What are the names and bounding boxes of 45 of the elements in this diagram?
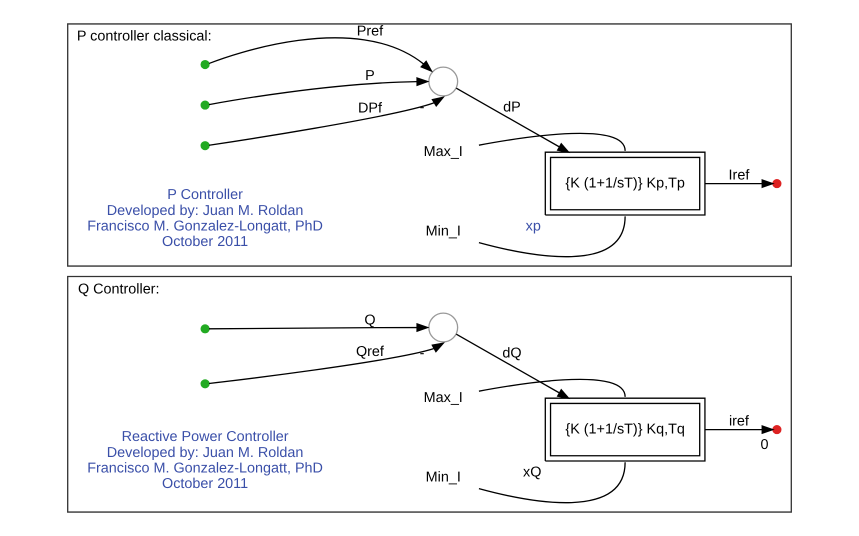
node-circle (428, 66, 458, 97)
arrow (704, 179, 775, 188)
edge-label: P (365, 68, 375, 84)
arrow (456, 334, 570, 400)
node-circle (428, 312, 458, 343)
label: Developed by: Juan M. Roldan (106, 444, 304, 461)
edge-label: iref (728, 413, 749, 430)
edge-label: Q (364, 312, 376, 329)
node-circle (200, 324, 210, 334)
node-circle (200, 60, 210, 70)
arrow (208, 342, 445, 384)
arrow (208, 37, 433, 72)
node-circle (200, 141, 210, 150)
node-circle (200, 379, 210, 388)
arrow (704, 425, 775, 434)
node-label: 0 (760, 436, 769, 453)
label: Francisco M. Gonzalez-Longatt, PhD (87, 218, 323, 234)
node-label: - (420, 345, 424, 362)
connector (478, 378, 626, 398)
node-circle (200, 100, 210, 110)
edge-label: dQ (502, 345, 522, 362)
label: October 2011 (162, 476, 248, 492)
node-text: Max_I (424, 144, 463, 160)
node-label: xQ (523, 464, 542, 480)
edge-label: dP (503, 99, 521, 116)
node-circle (772, 425, 782, 434)
edge-label: Qref (356, 344, 384, 360)
label: Reactive Power Controller (122, 429, 289, 446)
arrow (209, 322, 430, 332)
node-circle (772, 179, 782, 188)
connector (478, 132, 626, 152)
label: Developed by: Juan M. Roldan (106, 202, 304, 219)
edge-label: DPf (358, 100, 382, 117)
edge-label: Iref (728, 167, 750, 184)
node-label: xp (526, 218, 541, 234)
arrow (208, 96, 445, 146)
label: Francisco M. Gonzalez-Longatt, PhD (87, 460, 323, 477)
node-text: Min_I (426, 470, 461, 486)
arrow (208, 77, 430, 106)
arrow (456, 88, 570, 154)
label: October 2011 (162, 234, 248, 250)
node-text: Min_I (426, 224, 461, 240)
label: P Controller (167, 187, 243, 204)
node-text: Max_I (424, 390, 463, 406)
edge-label: Pref (356, 23, 384, 40)
